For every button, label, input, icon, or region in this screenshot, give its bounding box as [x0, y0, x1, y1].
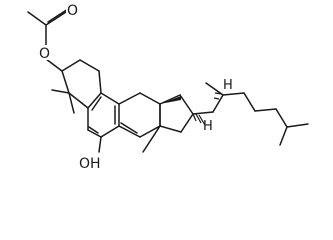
- stereo-hashes: [192, 92, 223, 126]
- ring-a: [61, 59, 102, 109]
- ring-c: [118, 92, 161, 138]
- gem-dimethyl: [51, 89, 75, 114]
- ester-oxygen-label: O: [39, 46, 50, 62]
- acetate-group: [27, 8, 69, 72]
- ring-d: [159, 94, 194, 133]
- carbonyl-oxygen-bg: [66, 3, 80, 17]
- side-chain: [192, 82, 309, 146]
- h-c20-label: H: [223, 78, 233, 93]
- carbonyl-oxygen-label: O: [67, 3, 78, 19]
- hydroxyl-group: [98, 136, 102, 153]
- ester-oxygen-bg: [38, 45, 53, 60]
- h-c17-label: H: [203, 119, 213, 134]
- molecule-structure: O O OH H H: [27, 3, 309, 172]
- hydroxyl-label: OH: [79, 156, 101, 172]
- ring-b: [87, 92, 120, 138]
- angular-methyls: [142, 96, 181, 153]
